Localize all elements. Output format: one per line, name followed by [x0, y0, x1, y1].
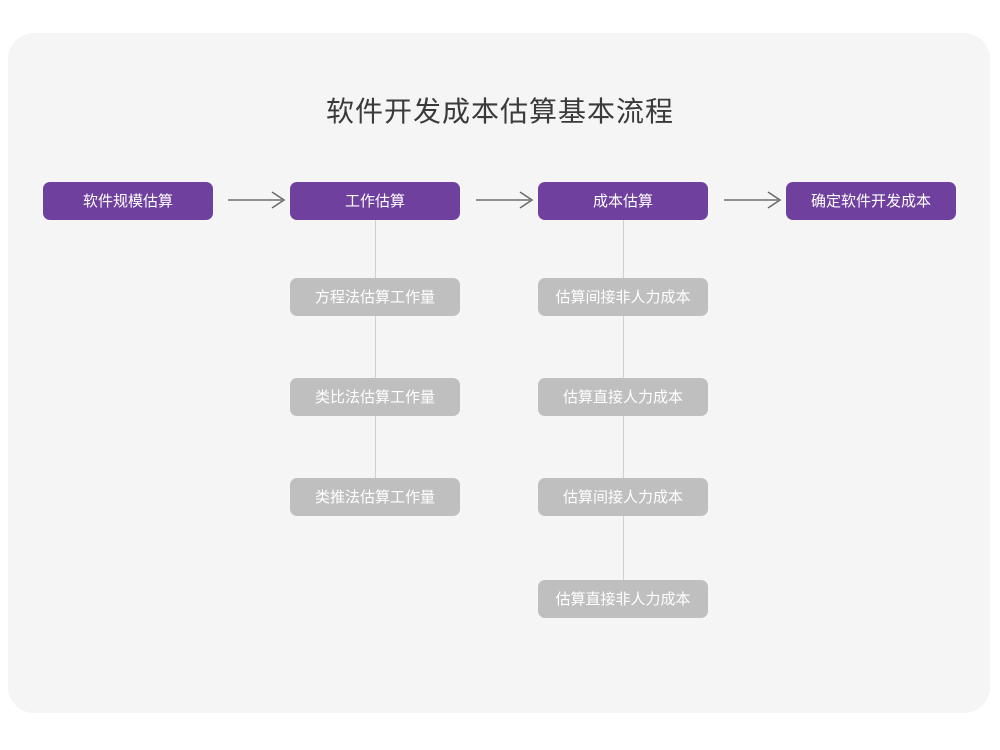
branch-node-label: 估算直接非人力成本: [555, 590, 691, 608]
branch-node-direct-nonlabor-cost[interactable]: 估算直接非人力成本: [538, 580, 708, 618]
connector-line-col3-2: [623, 416, 624, 478]
arrow-right-icon-3: [724, 189, 786, 211]
connector-line-col2-2: [375, 416, 376, 478]
arrow-right-icon-2: [476, 189, 538, 211]
connector-line-col2-0: [375, 220, 376, 278]
arrow-right-icon-1: [228, 189, 290, 211]
stage-node-work-estimation[interactable]: 工作估算: [290, 182, 460, 220]
stage-node-label: 确定软件开发成本: [810, 192, 931, 210]
stage-node-cost-estimation[interactable]: 成本估算: [538, 182, 708, 220]
stage-node-label: 成本估算: [592, 192, 653, 210]
branch-node-indirect-nonlabor-cost[interactable]: 估算间接非人力成本: [538, 278, 708, 316]
branch-node-direct-labor-cost[interactable]: 估算直接人力成本: [538, 378, 708, 416]
stage-node-software-scale-estimation[interactable]: 软件规模估算: [43, 182, 213, 220]
branch-node-analogical-method-workload[interactable]: 类推法估算工作量: [290, 478, 460, 516]
stage-node-label: 工作估算: [344, 192, 405, 210]
branch-node-label: 类推法估算工作量: [314, 488, 435, 506]
branch-node-indirect-labor-cost[interactable]: 估算间接人力成本: [538, 478, 708, 516]
branch-node-label: 类比法估算工作量: [314, 388, 435, 406]
stage-node-determine-development-cost[interactable]: 确定软件开发成本: [786, 182, 956, 220]
connector-line-col3-0: [623, 220, 624, 278]
branch-node-label: 估算直接人力成本: [562, 388, 683, 406]
diagram-card-background: [8, 33, 990, 713]
diagram-title: 软件开发成本估算基本流程: [325, 96, 674, 127]
branch-node-equation-method-workload[interactable]: 方程法估算工作量: [290, 278, 460, 316]
connector-line-col2-1: [375, 316, 376, 378]
connector-line-col3-1: [623, 316, 624, 378]
branch-node-label: 估算间接人力成本: [562, 488, 683, 506]
connector-line-col3-3: [623, 516, 624, 580]
branch-node-label: 方程法估算工作量: [314, 288, 435, 306]
branch-node-label: 估算间接非人力成本: [555, 288, 691, 306]
stage-node-label: 软件规模估算: [82, 192, 173, 210]
branch-node-analogy-method-workload[interactable]: 类比法估算工作量: [290, 378, 460, 416]
